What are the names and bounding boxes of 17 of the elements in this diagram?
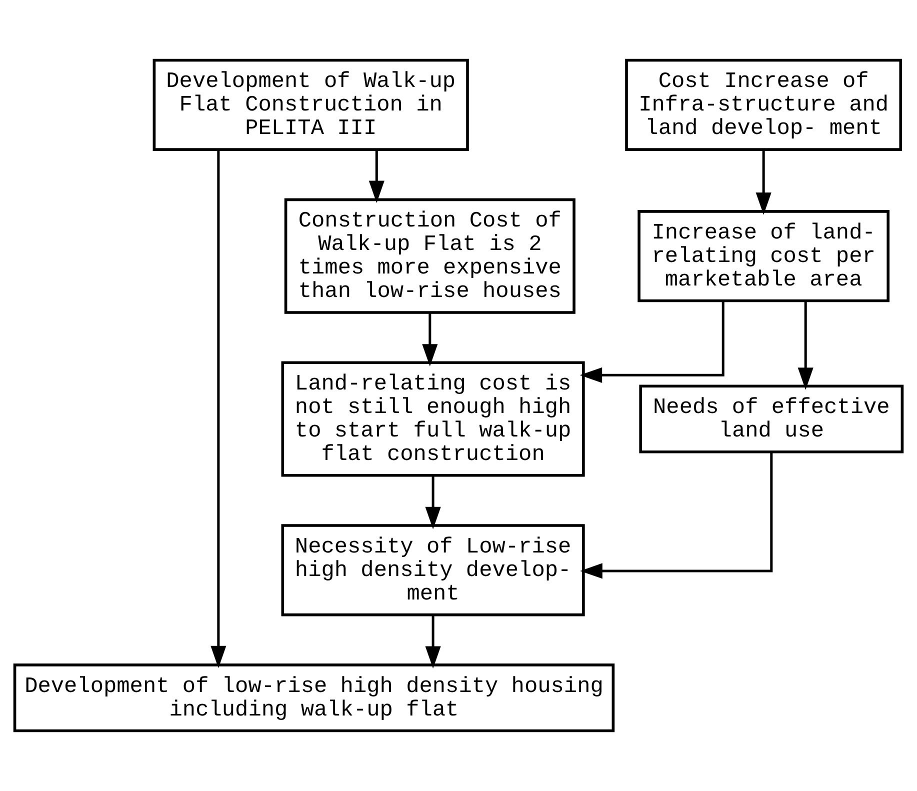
- node-box: Land-relating cost is not still enough high to start full walk-up flat construction: [281, 361, 585, 477]
- node-box: Construction Cost of Walk-up Flat is 2 times more expensive than low-rise houses: [284, 198, 576, 314]
- arrow: [798, 301, 814, 390]
- node-box: Necessity of Low-rise high density develop- ment: [281, 524, 585, 616]
- arrow: [425, 476, 441, 530]
- arrow: [422, 312, 438, 366]
- node-box: Development of low-rise high density housing including walk-up flat: [13, 664, 615, 732]
- arrow: [580, 301, 724, 383]
- arrow: [368, 150, 384, 204]
- arrow: [580, 452, 773, 579]
- arrow: [756, 150, 772, 215]
- arrow: [210, 150, 226, 668]
- node-box: Needs of effective land use: [639, 384, 904, 454]
- node-box: Increase of land- relating cost per marketable area: [638, 210, 890, 302]
- arrow: [425, 614, 441, 668]
- node-box: Development of Walk-up Flat Construction in PELITA III: [152, 58, 469, 151]
- node-box: Cost Increase of Infra-structure and land develop- ment: [625, 58, 902, 151]
